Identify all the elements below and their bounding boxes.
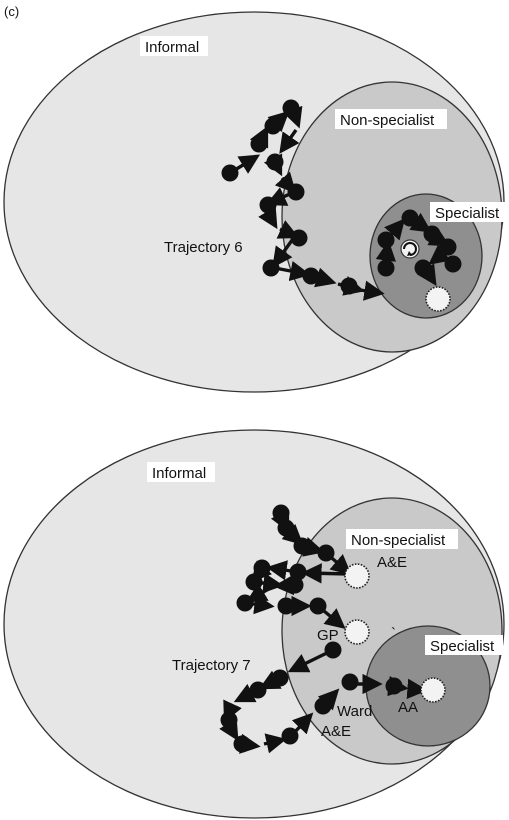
loop-icon [400, 239, 420, 259]
diagram-trajectory-6: (c) Informal Non-specialist Specialist T… [3, 4, 508, 393]
endpoint-halo-top [425, 286, 451, 312]
diagram-trajectory-7: Informal Non-specialist Specialist Traje… [3, 429, 505, 819]
informal-label-top: Informal [145, 39, 199, 56]
trajectory-6-nodes [221, 99, 462, 295]
ae-label-top: A&E [377, 554, 407, 571]
gp-halo [344, 619, 370, 645]
trajectory-7-label: Trajectory 7 [172, 657, 251, 674]
ward-label: Ward [337, 703, 372, 720]
specialist-label-top: Specialist [435, 205, 500, 222]
specialist-label-bottom: Specialist [430, 638, 495, 655]
gp-label: GP [317, 627, 339, 644]
ae-label-bottom: A&E [321, 723, 351, 740]
tick-mark: ` [391, 625, 396, 642]
panel-tag: (c) [4, 4, 19, 19]
non-specialist-label-top: Non-specialist [340, 112, 435, 129]
trajectory-7-nodes [220, 504, 403, 753]
trajectory-6-label: Trajectory 6 [164, 239, 243, 256]
non-specialist-label-bottom: Non-specialist [351, 532, 446, 549]
ae-halo [344, 563, 370, 589]
aa-label: AA [398, 699, 418, 716]
aa-halo [420, 677, 446, 703]
informal-label-bottom: Informal [152, 465, 206, 482]
